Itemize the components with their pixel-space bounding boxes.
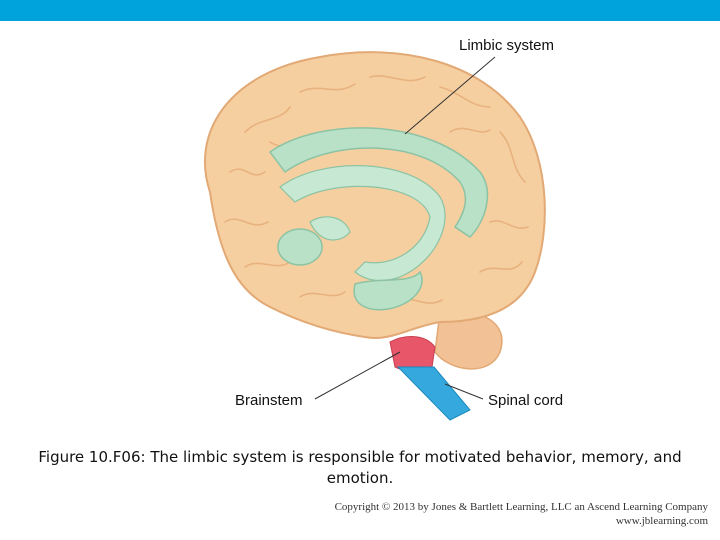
top-accent-bar xyxy=(0,0,720,21)
figure-caption: Figure 10.F06: The limbic system is resp… xyxy=(38,448,682,487)
publisher-url: www.jblearning.com xyxy=(615,515,708,527)
brain-diagram xyxy=(150,22,590,432)
brainstem-label: Brainstem xyxy=(235,392,303,409)
copyright-notice: Copyright © 2013 by Jones & Bartlett Lea… xyxy=(335,500,708,528)
limbic-system xyxy=(268,127,489,311)
cortex-folds xyxy=(224,75,529,304)
brainstem-leader-line xyxy=(314,351,401,400)
hippocampus xyxy=(353,270,423,311)
amygdala xyxy=(277,228,323,266)
spinal-leader-line xyxy=(444,383,484,400)
spinal-cord xyxy=(396,366,471,421)
spinal-cord-label: Spinal cord xyxy=(488,392,564,409)
cingulate-gyrus xyxy=(268,127,489,238)
fornix xyxy=(279,165,446,282)
cerebral-cortex xyxy=(204,51,546,339)
mammillary-body xyxy=(309,216,351,241)
limbic-system-label: Limbic system xyxy=(459,37,555,54)
copyright-line: Copyright © 2013 by Jones & Bartlett Lea… xyxy=(334,501,708,513)
limbic-leader-line xyxy=(404,56,496,135)
brain-illustration xyxy=(204,51,546,421)
